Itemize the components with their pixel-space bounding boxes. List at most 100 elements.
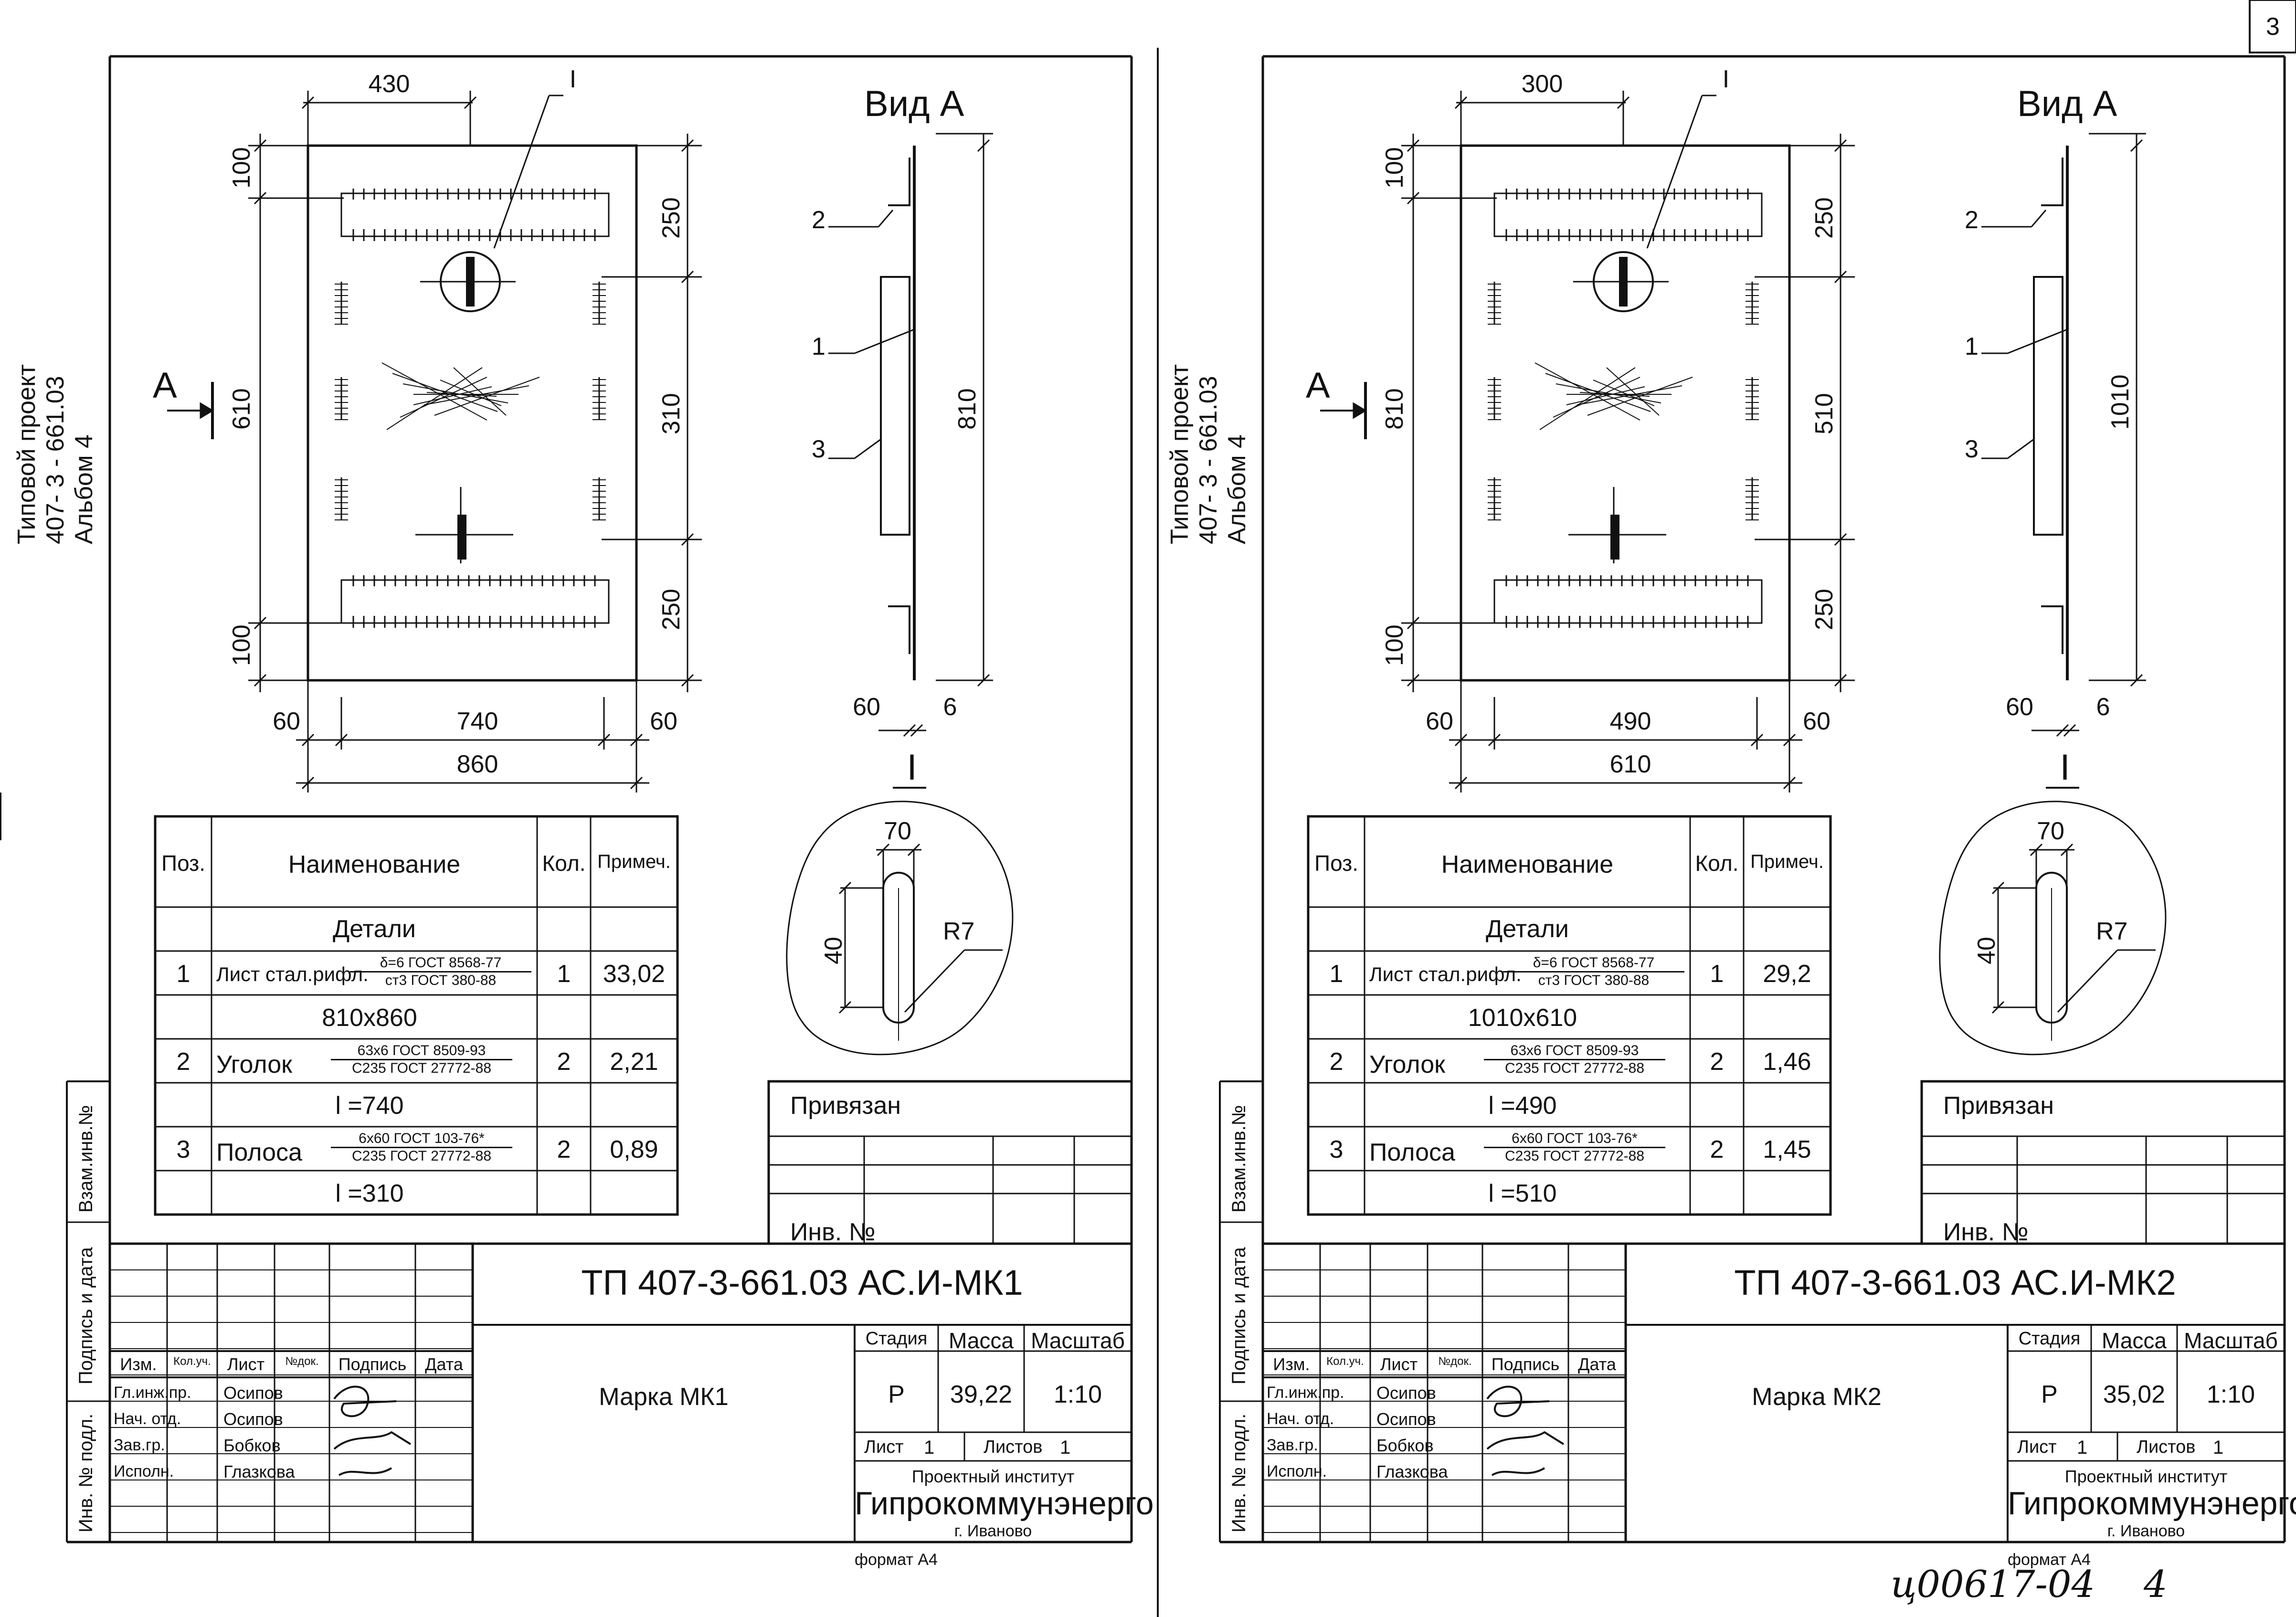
dim-tick <box>1991 881 2005 895</box>
texture <box>434 377 540 416</box>
dim-tick <box>681 533 694 546</box>
stamp-role: Гл.инж.пр. <box>1267 1384 1344 1402</box>
dim-label: 250 <box>657 589 685 630</box>
stamp-name: Марка МК1 <box>599 1383 729 1411</box>
detail-slot <box>2035 872 2068 1024</box>
texture <box>1545 373 1651 412</box>
stamp-stage: Р <box>888 1381 905 1408</box>
pos-label: 2 <box>1965 206 1979 234</box>
dim-tick <box>838 881 852 895</box>
view-title: Вид А <box>2017 84 2117 124</box>
dim-tick <box>1407 191 1420 205</box>
stamp-scale: 1:10 <box>2206 1381 2255 1408</box>
view-arrowhead <box>1353 402 1367 419</box>
view-marker: А <box>1306 365 1330 406</box>
dim-tick <box>1834 533 1847 546</box>
table-sub: 810х860 <box>322 1004 417 1032</box>
table-header: Наименование <box>1441 851 1614 878</box>
pos-leader <box>854 328 915 354</box>
stamp-stage-label: Стадия <box>865 1329 928 1349</box>
dim-label: 610 <box>228 388 255 430</box>
dim-label: 100 <box>1381 624 1408 666</box>
dim-tick <box>1407 674 1420 687</box>
stamp-mass: 39,22 <box>950 1381 1013 1408</box>
table-name: Полоса <box>216 1139 302 1166</box>
plate-outline <box>1460 144 1791 682</box>
inv-no-label: Инв. № <box>1943 1218 2029 1246</box>
stamp-header: №док. <box>285 1355 319 1368</box>
stamp-person: Осипов <box>223 1383 283 1403</box>
institute-city: г. Иваново <box>954 1522 1032 1540</box>
table-note: 1,45 <box>1763 1136 1811 1163</box>
stamp-header: Кол.уч. <box>1326 1355 1364 1368</box>
table-name: Полоса <box>1369 1139 1455 1166</box>
detail-cloud <box>786 801 1014 1056</box>
stamp-person: Глазкова <box>223 1462 295 1481</box>
gost-top: 63х6 ГОСТ 8509-93 <box>331 1043 512 1060</box>
margin-label: Инв. № подл. <box>1228 1413 1249 1532</box>
dim-label: 740 <box>456 708 498 735</box>
view-title: Вид А <box>864 84 964 124</box>
dim-tick <box>597 733 611 747</box>
dim-tick <box>977 139 990 152</box>
margin-label: Подпись и дата <box>1228 1247 1249 1384</box>
dim-label: 40 <box>1973 937 2000 964</box>
signature <box>1486 1385 1550 1417</box>
stamp-mass: 35,02 <box>2103 1381 2166 1408</box>
institute-line: Проектный институт <box>2064 1467 2228 1486</box>
table-section: Детали <box>333 915 416 943</box>
table-header: Поз. <box>161 851 205 876</box>
pos-label: 3 <box>1965 435 1979 463</box>
dim-label: 430 <box>368 70 410 98</box>
dim-label: 70 <box>884 817 911 845</box>
view-angle-top <box>888 158 910 206</box>
texture <box>402 383 508 403</box>
institute-line: Проектный институт <box>911 1467 1075 1486</box>
view-angle-top <box>2041 158 2063 206</box>
angle-bottom <box>340 579 610 624</box>
angle-bottom <box>1493 579 1763 624</box>
dim-tick <box>1783 776 1796 790</box>
pos-leader <box>2007 328 2068 354</box>
texture <box>1606 367 1660 416</box>
dim-tick <box>2130 139 2143 152</box>
dim-label: 6 <box>2096 693 2110 721</box>
stamp-sheets-label: Листов <box>2137 1437 2196 1457</box>
stamp-role: Исполн. <box>1267 1462 1327 1480</box>
texture <box>1553 377 1640 418</box>
privyazan-label: Привязан <box>790 1092 901 1120</box>
dim-label: 100 <box>228 147 255 189</box>
view-angle-bottom <box>2041 605 2063 654</box>
stamp-role: Нач. отд. <box>1267 1410 1334 1428</box>
stamp-scale-label: Масштаб <box>2184 1328 2278 1353</box>
pos-label: 1 <box>1965 333 1979 360</box>
table-qty: 1 <box>557 960 571 988</box>
table-pos: 3 <box>176 1136 190 1163</box>
stamp-person: Осипов <box>1376 1409 1436 1429</box>
gost-bottom: С235 ГОСТ 27772-88 <box>351 1148 492 1164</box>
table-note: 1,46 <box>1763 1048 1811 1076</box>
dim-tick <box>910 724 923 737</box>
dim-label: 70 <box>2037 817 2064 845</box>
dim-tick <box>254 191 267 205</box>
signature <box>1491 1467 1545 1476</box>
dim-tick <box>977 674 990 687</box>
table-qty: 2 <box>557 1136 571 1163</box>
texture <box>400 377 487 418</box>
texture <box>453 367 507 416</box>
stamp-header: Лист <box>1380 1354 1418 1374</box>
signature <box>333 1431 412 1450</box>
table-sub: l =740 <box>335 1092 404 1120</box>
table-pos: 2 <box>176 1048 190 1076</box>
table-note: 2,21 <box>610 1048 658 1076</box>
table-header: Наименование <box>288 851 461 878</box>
dim-label: 510 <box>1810 393 1838 434</box>
stamp-person: Осипов <box>1376 1383 1436 1403</box>
stamp-sheet-label: Лист <box>864 1437 904 1457</box>
stamp-header: Кол.уч. <box>173 1355 211 1368</box>
angle-top <box>340 192 610 237</box>
margin-label: Подпись и дата <box>75 1247 96 1384</box>
dim-tick <box>681 674 694 687</box>
side-title: Типовой проект <box>1166 364 1194 544</box>
